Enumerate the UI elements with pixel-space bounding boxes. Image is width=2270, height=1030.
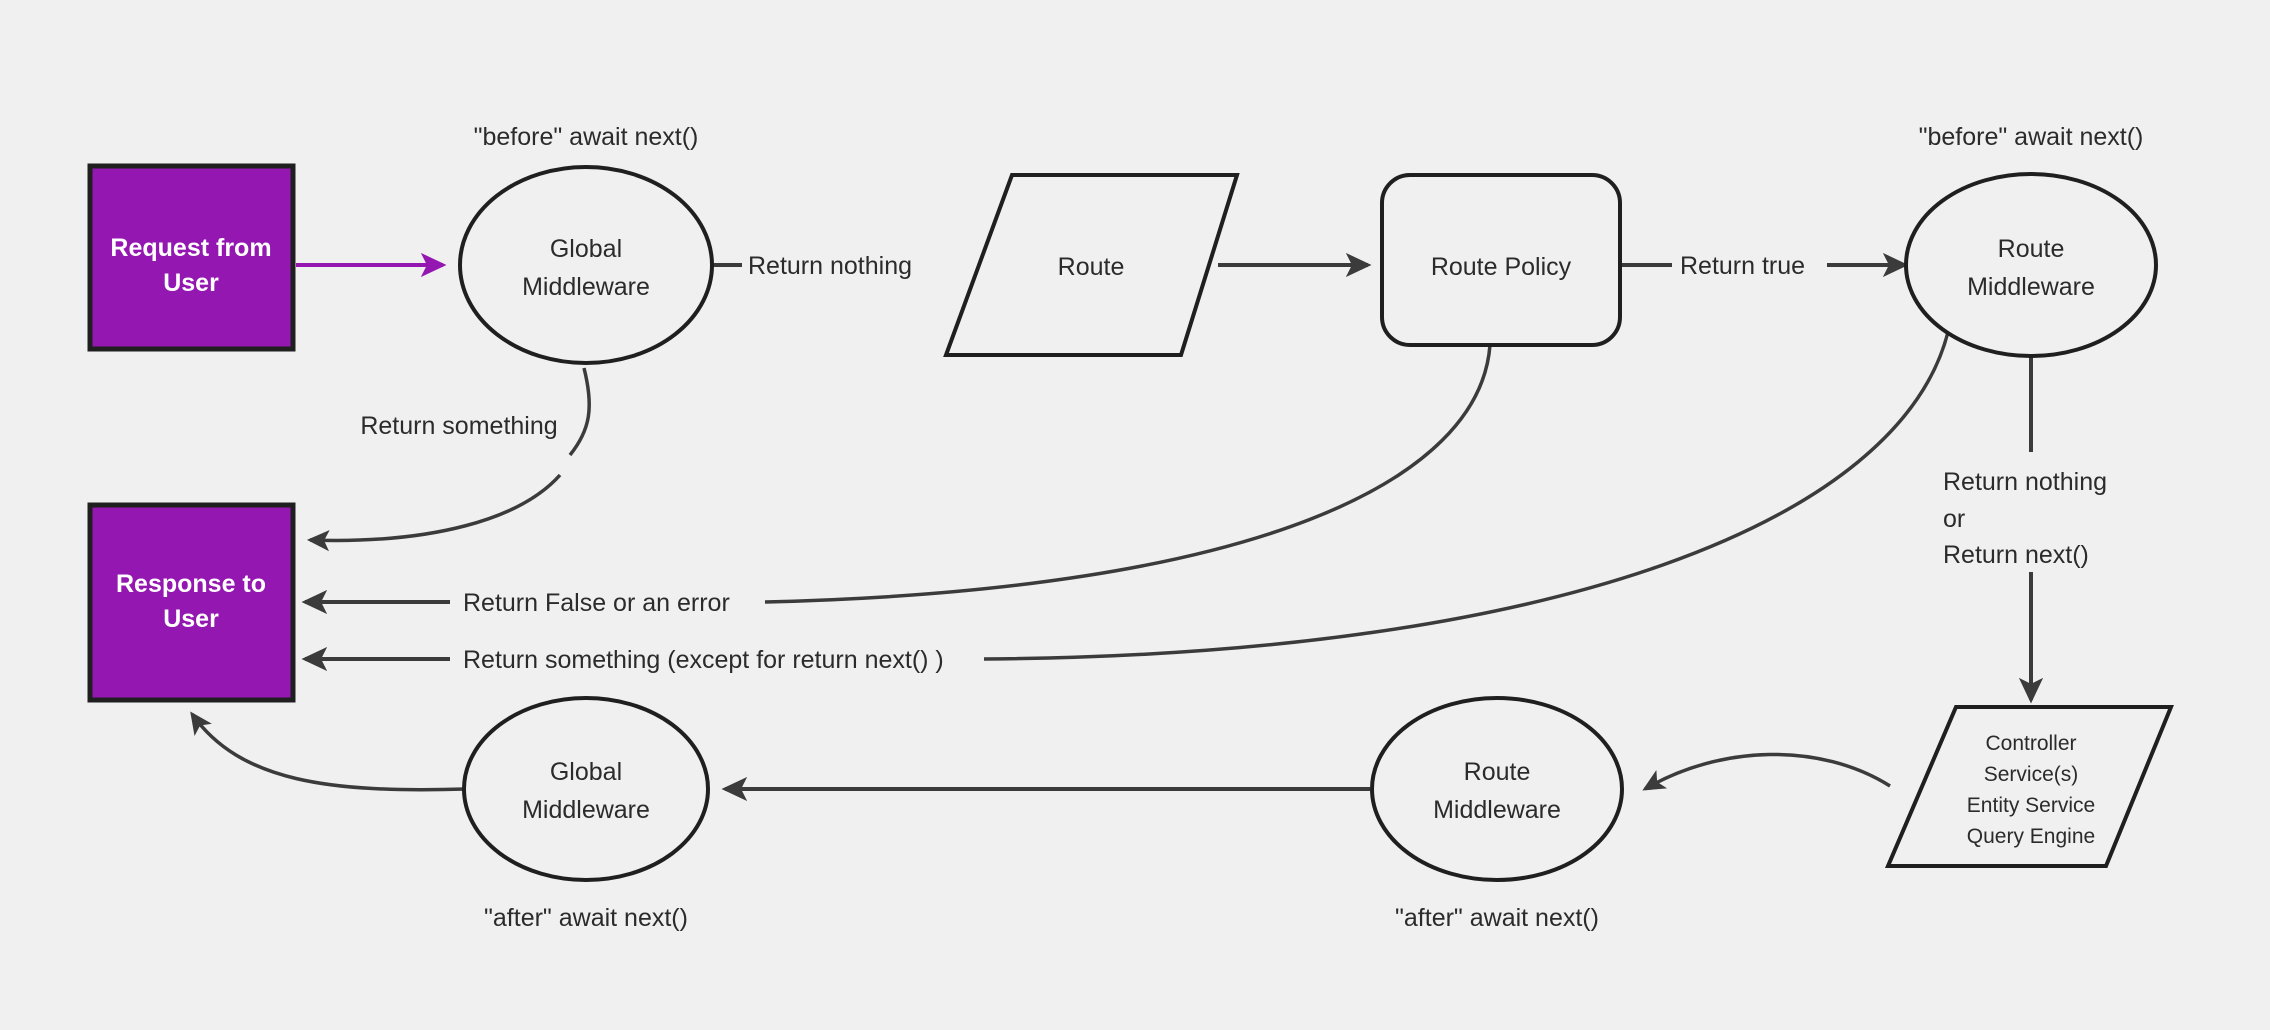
edge-global-middleware-after-to-response — [190, 711, 467, 792]
edge-label-route-mw-line1: Return nothing — [1943, 468, 2107, 496]
edge-label-return-something-except: Return something (except for return next… — [463, 646, 944, 674]
node-response-label-line2: User — [163, 605, 219, 633]
edge-label-route-mw-line3: Return next() — [1943, 541, 2089, 569]
node-request-label-line2: User — [163, 269, 219, 297]
annotation-before-global-middleware: "before" await next() — [474, 123, 699, 151]
annotation-after-global-text: "after" await next() — [484, 904, 688, 932]
node-route-middleware-before-line1: Route — [1998, 235, 2065, 263]
node-controller-line3: Entity Service — [1967, 794, 2095, 817]
node-controller-line4: Query Engine — [1967, 825, 2095, 848]
node-global-middleware-before-line2: Middleware — [522, 273, 650, 301]
annotation-after-route-middleware: "after" await next() — [1395, 904, 1599, 932]
annotation-before-route-mw-text: "before" await next() — [1919, 123, 2144, 151]
annotation-before-route-middleware: "before" await next() — [1919, 123, 2144, 151]
node-route-middleware-before-line2: Middleware — [1967, 273, 2095, 301]
annotation-after-route-mw-text: "after" await next() — [1395, 904, 1599, 932]
edge-route-policy-to-response: Return False or an error — [301, 344, 1492, 617]
node-route-label: Route — [1058, 253, 1125, 281]
node-route-middleware-before[interactable]: Route Middleware — [1904, 172, 2158, 358]
node-global-middleware-before[interactable]: Global Middleware — [458, 165, 714, 365]
node-request-from-user[interactable]: Request from User — [87, 163, 296, 352]
node-route-middleware-after-line1: Route — [1464, 758, 1531, 786]
edge-label-return-false-or-error: Return False or an error — [463, 589, 730, 617]
node-global-middleware-after-line1: Global — [550, 758, 622, 786]
edge-route-policy-to-route-middleware: Return true — [1620, 252, 1909, 280]
edge-label-return-something: Return something — [360, 412, 557, 440]
edge-controller-to-route-middleware-after — [1642, 752, 1891, 791]
node-route-policy[interactable]: Route Policy — [1380, 173, 1622, 347]
annotation-after-global-middleware: "after" await next() — [484, 904, 688, 932]
node-route-policy-label: Route Policy — [1431, 253, 1572, 281]
edge-route-middleware-to-response: Return something (except for return next… — [301, 331, 1950, 674]
node-response-label-line1: Response to — [116, 570, 266, 598]
node-response-to-user[interactable]: Response to User — [87, 502, 296, 703]
node-request-label-line1: Request from — [110, 234, 271, 262]
node-controller-line2: Service(s) — [1984, 763, 2079, 786]
node-global-middleware-after-line2: Middleware — [522, 796, 650, 824]
node-global-middleware-after[interactable]: Global Middleware — [462, 696, 710, 882]
annotation-before-global-text: "before" await next() — [474, 123, 699, 151]
edge-label-return-true: Return true — [1680, 252, 1805, 280]
edge-label-route-mw-line2: or — [1943, 505, 1965, 533]
node-controller-service[interactable]: Controller Service(s) Entity Service Que… — [1884, 705, 2174, 868]
node-global-middleware-before-line1: Global — [550, 235, 622, 263]
node-route[interactable]: Route — [943, 173, 1240, 357]
node-route-middleware-after-line2: Middleware — [1433, 796, 1561, 824]
node-controller-line1: Controller — [1985, 732, 2076, 755]
edge-global-middleware-to-response: Return something — [306, 367, 591, 552]
edge-route-middleware-to-controller: Return nothing or Return next() — [1943, 332, 2107, 704]
edge-label-return-nothing: Return nothing — [748, 252, 912, 280]
node-route-middleware-after[interactable]: Route Middleware — [1370, 696, 1624, 882]
